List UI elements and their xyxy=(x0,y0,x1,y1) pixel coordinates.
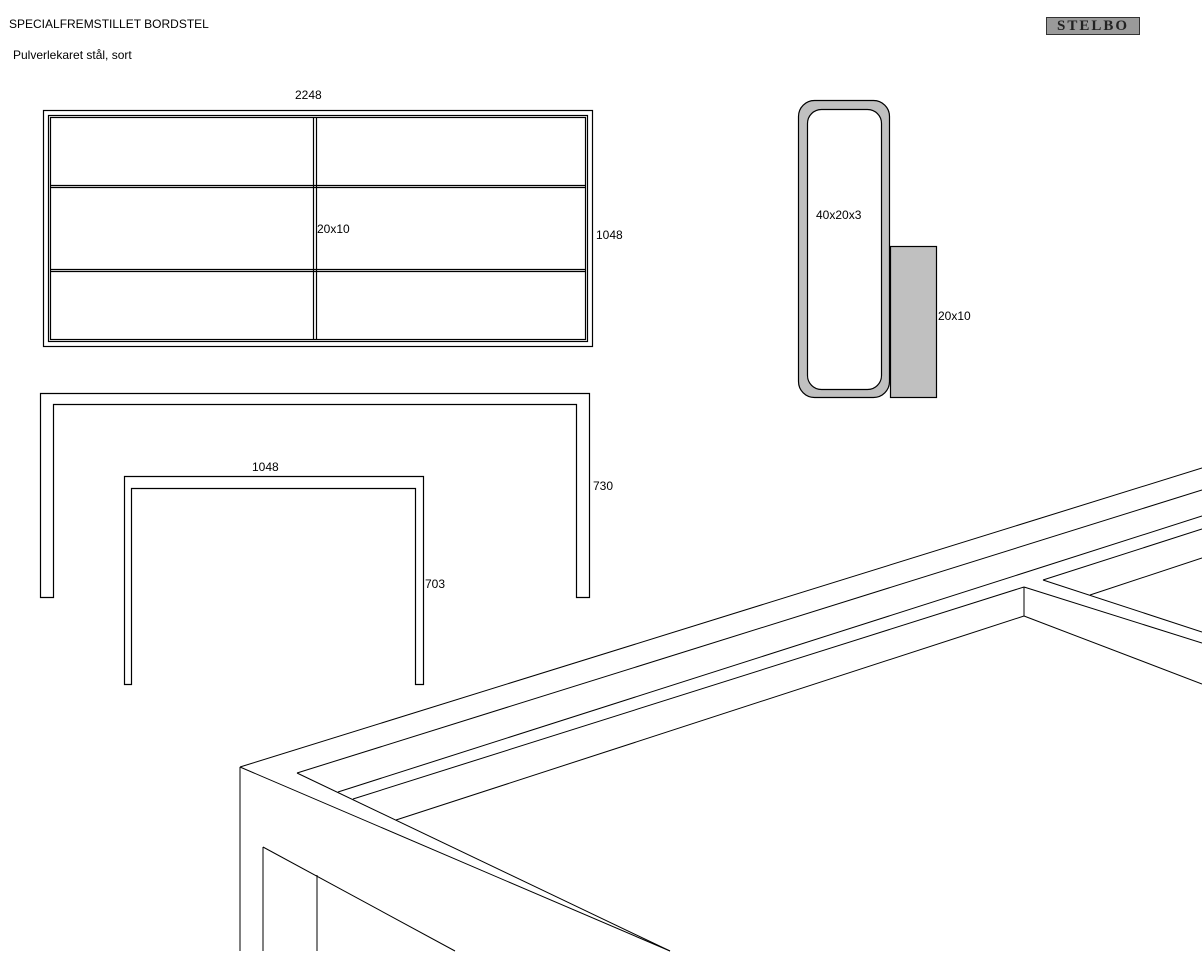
stelbo-logo: STELBO xyxy=(1046,17,1140,35)
top-view-inner-edge-2 xyxy=(49,116,587,341)
top-view-inner-edge-1 xyxy=(47,114,589,343)
top-view-rail-size: 20x10 xyxy=(317,222,350,236)
material-note: Pulverlekaret stål, sort xyxy=(13,48,132,62)
top-view-depth-dimension: 1048 xyxy=(596,228,623,242)
flat-bar-section xyxy=(889,245,938,399)
flat-bar-label: 20x10 xyxy=(938,309,971,323)
isometric-view xyxy=(239,467,1202,952)
tube-profile-label: 40x20x3 xyxy=(816,208,862,222)
end-view-width-dimension: 1048 xyxy=(252,460,279,474)
drawing-title: SPECIALFREMSTILLET BORDSTEL xyxy=(9,17,209,31)
side-view-height-dimension: 730 xyxy=(593,479,614,493)
top-view-frame xyxy=(42,109,594,348)
side-view-frame xyxy=(39,392,591,599)
end-view-frame xyxy=(123,475,425,686)
top-view-width-dimension: 2248 xyxy=(295,88,322,102)
tube-profile-hollow xyxy=(806,108,883,391)
end-view-height-dimension: 703 xyxy=(425,577,446,591)
top-view-outer-edge xyxy=(42,109,594,348)
